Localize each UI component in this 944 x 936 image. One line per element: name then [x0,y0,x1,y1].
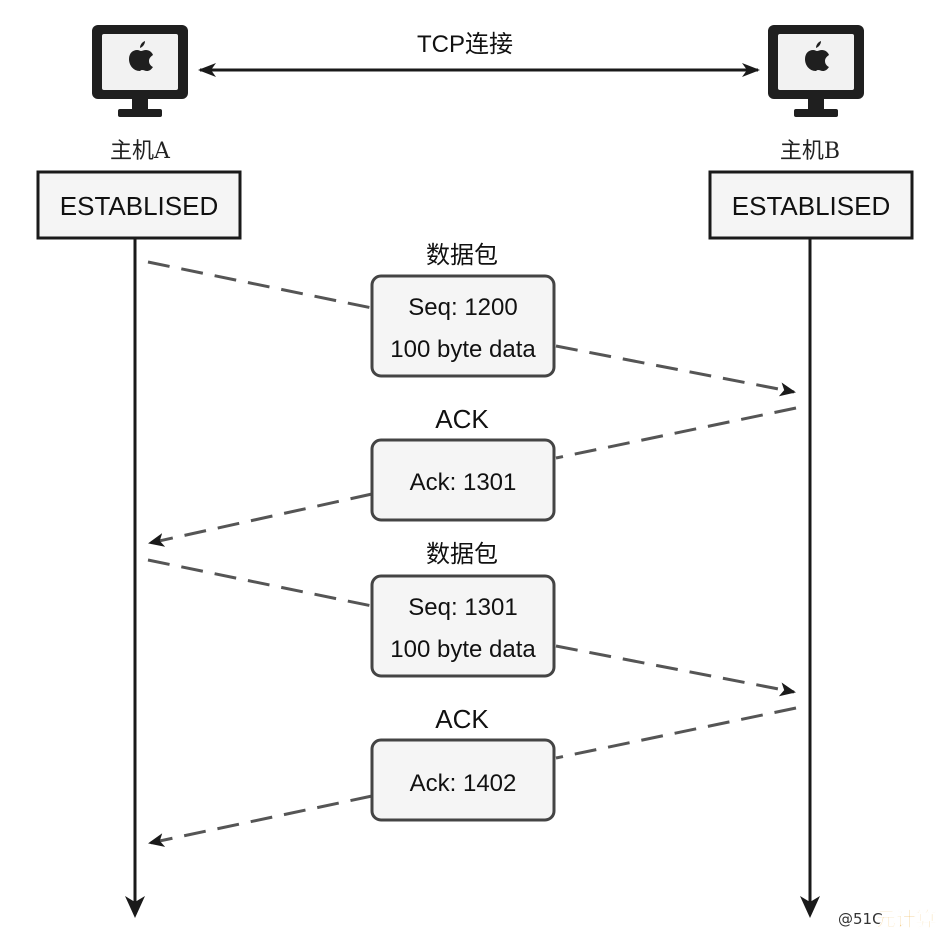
message-1-line-2: 100 byte data [390,336,536,363]
host-b-state-label: ESTABLISED [732,191,890,221]
tcp-connection-label: TCP连接 [417,31,513,58]
message-1-line-1: Seq: 1200 [408,294,517,321]
message-3-arrow-segment-b [555,644,796,697]
message-2-box [370,438,556,522]
message-3-arrow-segment-a [147,558,373,608]
message-2-arrow-segment-a [555,406,797,460]
message-2: ACK Ack: 1301 [148,404,797,547]
host-b-name: 主机B [780,139,840,164]
host-a-state-label: ESTABLISED [60,191,218,221]
message-1-box [370,274,556,378]
watermark: @51C 元计算 [838,907,936,932]
host-b-computer-icon [768,25,864,117]
watermark-brand: 元计算 [876,907,936,931]
message-2-title: ACK [435,404,489,434]
host-a-computer-icon [92,25,188,117]
host-b-lifeline-arrowhead [800,896,820,918]
message-3-box [370,574,556,678]
message-1-arrow-segment-a [147,260,373,310]
message-4-arrow-segment-b [148,794,373,847]
watermark-prefix: @51C [838,910,883,928]
host-a-state-box: ESTABLISED [36,170,242,240]
message-2-arrow-segment-b [148,492,373,547]
message-2-line-1: Ack: 1301 [410,469,517,496]
message-3-line-2: 100 byte data [390,636,536,663]
message-3-line-1: Seq: 1301 [408,594,517,621]
host-a-name: 主机A [110,139,171,164]
message-4: ACK Ack: 1402 [148,704,797,847]
message-4-line-1: Ack: 1402 [410,770,517,797]
message-3: 数据包 Seq: 1301 100 byte data [147,541,796,697]
message-1: 数据包 Seq: 1200 100 byte data [147,242,796,397]
message-3-title: 数据包 [426,541,498,568]
message-4-arrow-segment-a [555,706,797,760]
message-1-title: 数据包 [426,242,498,269]
message-4-box [370,738,556,822]
host-a-lifeline-arrowhead [125,896,145,918]
message-4-title: ACK [435,704,489,734]
message-1-arrow-segment-b [555,344,796,397]
host-b-state-box: ESTABLISED [708,170,914,240]
